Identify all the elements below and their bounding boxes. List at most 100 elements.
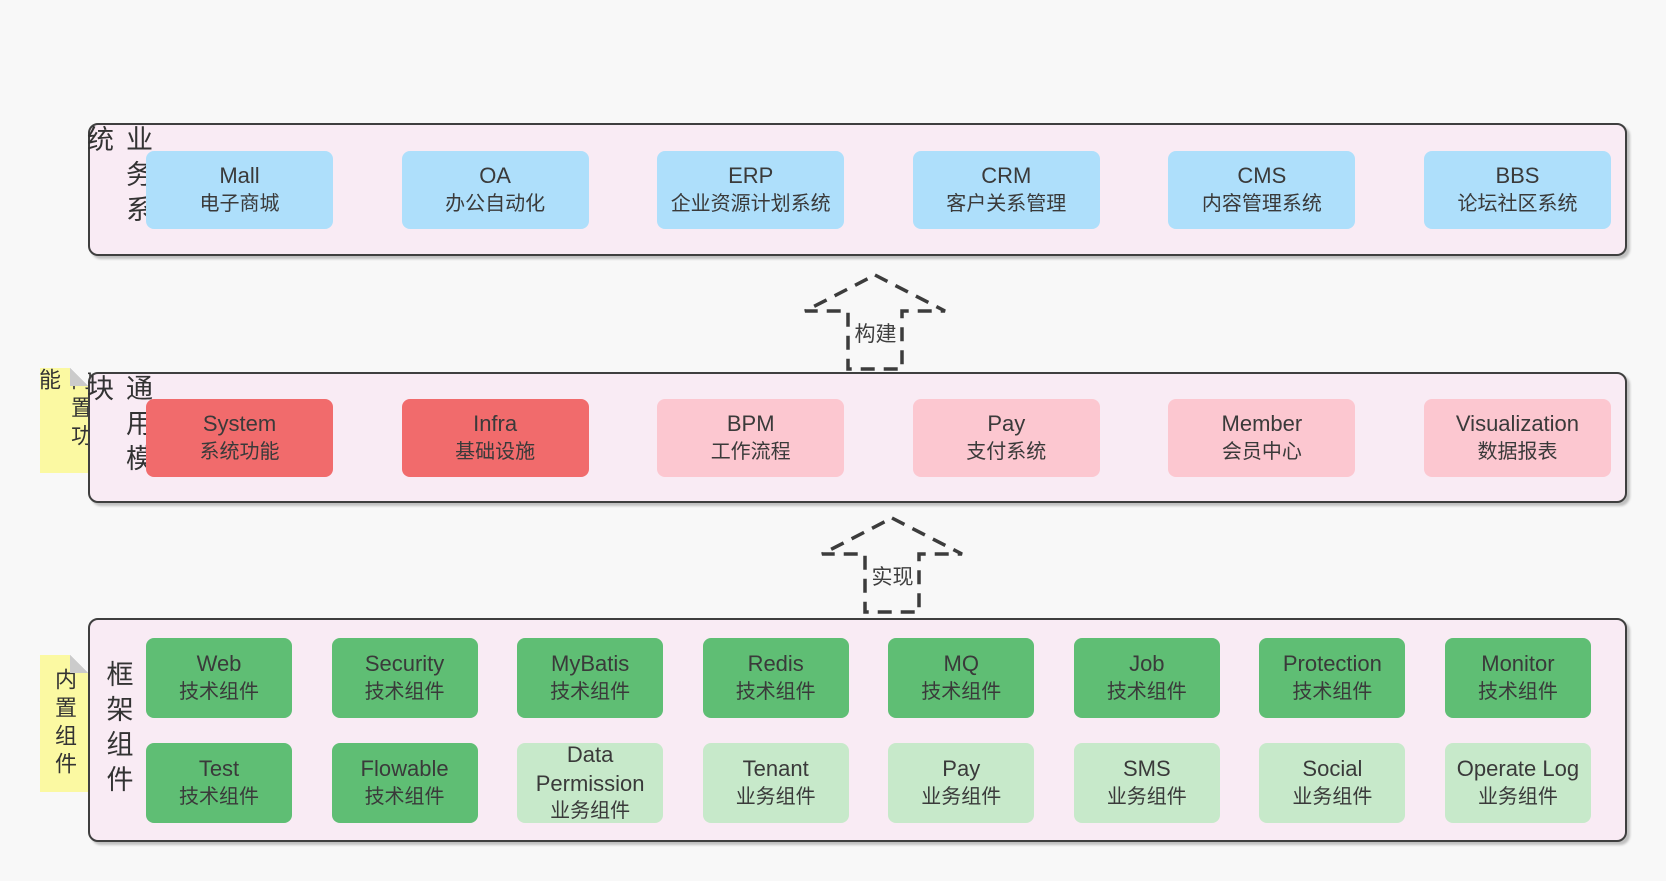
node-title: Infra (473, 411, 518, 437)
node-flowable: Flowable 技术组件 (331, 742, 478, 823)
node-subtitle: 工作流程 (710, 440, 791, 463)
band-label: 框架组件 (102, 660, 133, 800)
node-title: Web (196, 651, 242, 677)
node-subtitle: 技术组件 (364, 680, 445, 703)
node-title: OA (479, 163, 511, 189)
node-title: Monitor (1481, 651, 1555, 677)
node-title: Operate Log (1456, 756, 1580, 782)
node-title: Social (1302, 756, 1363, 782)
node-monitor: Monitor 技术组件 (1444, 637, 1591, 718)
folded-corner-icon (70, 368, 88, 386)
node-bpm: BPM 工作流程 (657, 398, 845, 477)
node-oa: OA 办公自动化 (401, 150, 589, 229)
node-social: Social 业务组件 (1259, 742, 1406, 823)
node-subtitle: 业务组件 (1477, 785, 1558, 808)
node-subtitle: 支付系统 (966, 440, 1047, 463)
node-title: Security (364, 651, 445, 677)
node-subtitle: 技术组件 (1477, 680, 1558, 703)
sticky-note-label: 内置组件 (52, 667, 77, 780)
node-title: SMS (1122, 756, 1171, 782)
implement-arrow-label: 实现 (868, 561, 917, 591)
node-subtitle: 技术组件 (1106, 680, 1187, 703)
band-label: 通用模块 (83, 374, 152, 479)
band-label: 业务系统 (83, 125, 152, 230)
node-subtitle: 会员中心 (1221, 440, 1302, 463)
node-title: MyBatis (551, 651, 630, 677)
band-content: System 系统功能 Infra 基础设施 BPM 工作流程 Pay 支付系统 Member 会… (146, 374, 1625, 501)
node-title: BBS (1495, 163, 1540, 189)
node-title: ERP (728, 163, 774, 189)
node-subtitle: 业务组件 (921, 785, 1002, 808)
node-protection: Protection 技术组件 (1259, 637, 1406, 718)
node-subtitle: 技术组件 (364, 785, 445, 808)
node-crm: CRM 客户关系管理 (912, 150, 1100, 229)
node-subtitle: 内容管理系统 (1201, 192, 1322, 215)
node-operate-log: Operate Log 业务组件 (1444, 742, 1591, 823)
node-subtitle: 业务组件 (1292, 785, 1373, 808)
node-web: Web 技术组件 (146, 637, 292, 718)
node-title: Member (1221, 411, 1303, 437)
up-arrow-icon (804, 273, 946, 371)
sticky-note-built-in-components: 内置组件 (40, 655, 88, 792)
node-title: Pay (987, 411, 1026, 437)
node-title: Flowable (360, 756, 449, 782)
node-data-permission: Data Permission 业务组件 (517, 741, 664, 823)
node-subtitle: 技术组件 (921, 680, 1002, 703)
node-title: MQ (943, 651, 979, 677)
node-mybatis: MyBatis 技术组件 (517, 637, 664, 718)
node-subtitle: 业务组件 (550, 800, 631, 823)
node-title: CRM (981, 163, 1032, 189)
node-bbs: BBS 论坛社区系统 (1423, 150, 1611, 229)
node-subtitle: 业务组件 (735, 785, 816, 808)
node-pay: Pay 业务组件 (888, 742, 1035, 823)
node-subtitle: 办公自动化 (445, 192, 546, 215)
box-row: Test 技术组件 Flowable 技术组件 Data Permission 业务组件 T… (146, 741, 1591, 823)
node-subtitle: 基础设施 (455, 440, 536, 463)
node-title: Data Permission (535, 741, 645, 796)
band-framework-components: 框架组件 Web 技术组件 Security 技术组件 MyBatis 技术组件 Redis… (88, 618, 1627, 842)
node-cms: CMS 内容管理系统 (1168, 150, 1356, 229)
node-visualization: Visualization 数据报表 (1423, 398, 1611, 477)
node-subtitle: 客户关系管理 (946, 192, 1067, 215)
node-subtitle: 技术组件 (1292, 680, 1373, 703)
node-title: BPM (726, 411, 775, 437)
node-mq: MQ 技术组件 (888, 637, 1035, 718)
node-title: CMS (1237, 163, 1287, 189)
node-subtitle: 技术组件 (550, 680, 631, 703)
node-job: Job 技术组件 (1073, 637, 1220, 718)
node-title: Mall (219, 163, 260, 189)
box-row: System 系统功能 Infra 基础设施 BPM 工作流程 Pay 支付系统 Member 会… (146, 398, 1611, 477)
node-title: Visualization (1455, 411, 1580, 437)
node-subtitle: 系统功能 (199, 440, 280, 463)
node-subtitle: 论坛社区系统 (1457, 192, 1578, 215)
build-arrow-label: 构建 (851, 318, 900, 348)
node-title: Protection (1282, 651, 1382, 677)
node-erp: ERP 企业资源计划系统 (657, 150, 845, 229)
node-security: Security 技术组件 (331, 637, 478, 718)
node-title: System (202, 411, 277, 437)
node-title: Redis (747, 651, 804, 677)
node-subtitle: 数据报表 (1477, 440, 1558, 463)
node-subtitle: 技术组件 (179, 785, 259, 808)
node-title: Tenant (742, 756, 809, 782)
node-system: System 系统功能 (146, 398, 333, 477)
node-pay: Pay 支付系统 (912, 398, 1100, 477)
node-title: Job (1129, 651, 1165, 677)
band-common-modules: 通用模块 System 系统功能 Infra 基础设施 BPM 工作流程 Pay 支付系统 Me… (83, 372, 1627, 503)
node-subtitle: 企业资源计划系统 (670, 192, 831, 215)
node-subtitle: 技术组件 (179, 680, 259, 703)
up-arrow-icon (821, 516, 963, 614)
node-title: Test (198, 756, 240, 782)
node-member: Member 会员中心 (1168, 398, 1356, 477)
folded-corner-icon (70, 655, 88, 673)
node-test: Test 技术组件 (146, 742, 292, 823)
node-title: Pay (942, 756, 981, 782)
